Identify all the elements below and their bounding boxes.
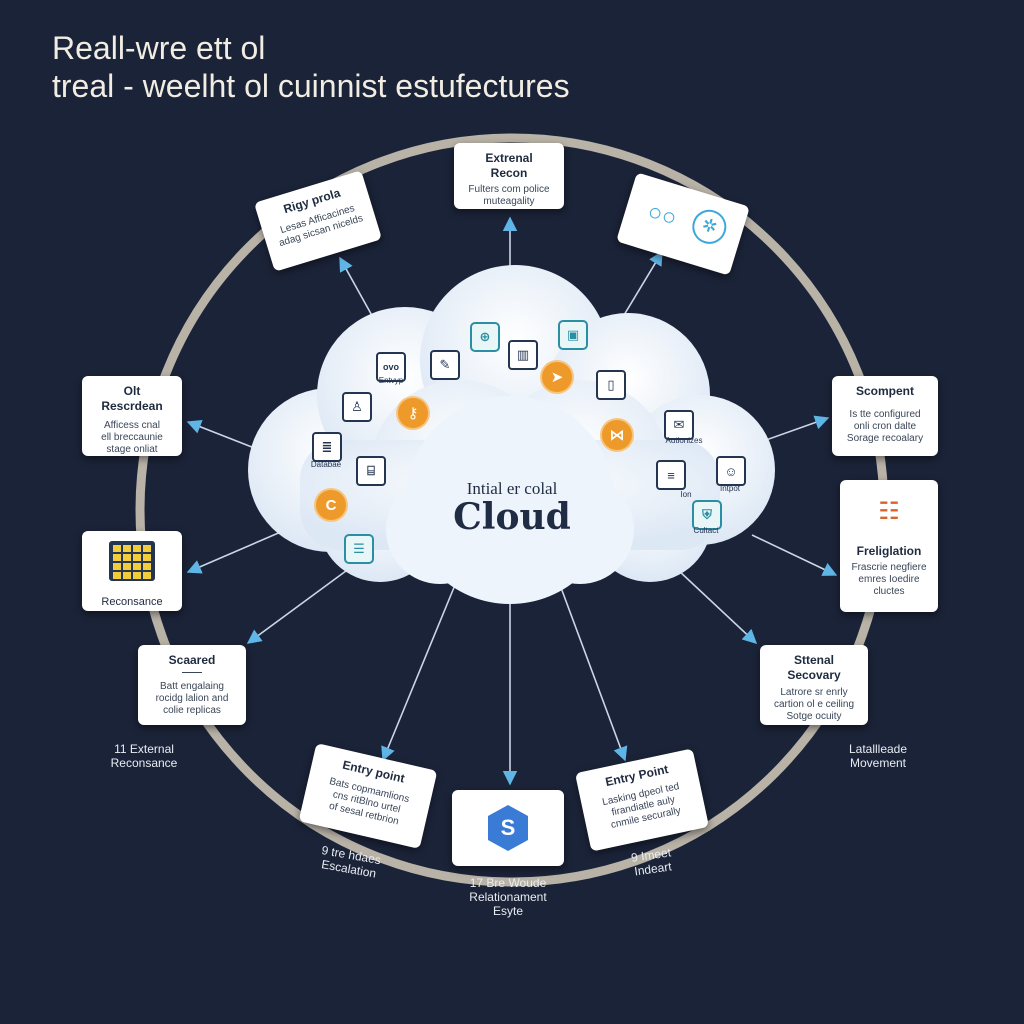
user-icon-glyph: ♙: [351, 399, 363, 414]
card-body: Afficess cnal ell breccaunie stage onlia…: [101, 420, 163, 455]
arrow-bottom-right: [559, 584, 628, 762]
share-icon: ⋈: [602, 420, 632, 450]
ovo-icon: ovo: [376, 352, 406, 382]
avatar-icon-label: Intpot: [719, 484, 740, 493]
divider: [182, 672, 202, 673]
card-scaared[interactable]: Scaared Batt engalaing rocidg lalion and…: [138, 645, 246, 725]
bar-chart-icon: ▥: [508, 340, 538, 370]
title-line-1: Reall-wre ett ol: [52, 30, 266, 66]
code-icon: C: [316, 490, 346, 520]
arrow-right-3: [677, 569, 758, 644]
diagram-title: Reall-wre ett ol treal - weelht ol cuinn…: [52, 30, 570, 106]
cloud-subtitle: Intial er colal: [466, 479, 558, 498]
process-flow-icon: ☷: [878, 498, 900, 525]
document-edit-icon: ✎: [430, 350, 460, 380]
grid-icon: [109, 541, 155, 581]
title-line-2: treal - weelht ol cuinnist estufectures: [52, 68, 570, 104]
database-icon-glyph: ≣: [321, 439, 333, 454]
card-bottom-center[interactable]: S: [452, 790, 564, 866]
card-reconsance[interactable]: Reconsance: [82, 531, 182, 611]
rocket-icon-glyph: ➤: [550, 369, 564, 386]
file-icon-glyph: ▯: [607, 377, 615, 392]
key-icon-glyph: ⚷: [407, 405, 419, 422]
arrow-right-2: [751, 534, 838, 576]
globe-icon: ⊕: [470, 322, 500, 352]
card-title: Sttenal Secovary: [787, 653, 841, 682]
card-external-recon[interactable]: Extrenal Recon Fulters com police muteag…: [454, 143, 564, 209]
card-title: Scaared: [168, 653, 216, 667]
container-icon-glyph: ⌸: [367, 463, 375, 478]
shield-icon-label: Cultact: [693, 526, 719, 535]
card-scompent[interactable]: Scompent Is tte configured onli cron dal…: [832, 376, 938, 456]
label-external-reconsance: 11 External Reconsance: [110, 742, 178, 770]
card-title: Scompent: [855, 384, 914, 398]
shield-icon-glyph: ⛨: [702, 507, 712, 522]
card-sttenal-secovary[interactable]: Sttenal Secovary Latrore sr enrly cartio…: [760, 645, 868, 725]
user-icon: ♙: [342, 392, 372, 422]
card-title: Reconsance: [101, 596, 163, 608]
hexagon-s-icon: S: [486, 804, 530, 852]
card-title: Olt Rescrdean: [101, 384, 163, 413]
mail-icon-label: Autionizes: [665, 436, 703, 445]
card-freliglation[interactable]: ☷ Freliglation Frascrie negfiere emres I…: [840, 480, 938, 612]
label-relationament: 17 Bre Woude Relationament Esyte: [469, 876, 547, 918]
cloud-node-icon: ○○: [644, 197, 681, 233]
monitor-icon: ▣: [558, 320, 588, 350]
arrow-bottom-left: [381, 584, 456, 762]
notes-icon-label: Ion: [680, 490, 692, 499]
cloud-heading: Intial er colal Cloud: [412, 479, 612, 538]
container-icon: ⌸: [356, 456, 386, 486]
code-icon-glyph: C: [325, 496, 337, 514]
share-icon-glyph: ⋈: [609, 427, 625, 444]
notes-icon-glyph: ≡: [667, 467, 675, 483]
avatar-icon: ☺: [716, 456, 746, 486]
network-icon: ✲: [688, 205, 731, 249]
database-icon-label: Databae: [310, 460, 342, 469]
card-title: Extrenal Recon: [485, 151, 533, 180]
card-body: Batt engalaing rocidg lalion and colie r…: [155, 681, 229, 716]
monitor-icon-glyph: ▣: [566, 327, 580, 342]
cloud-title: Cloud: [453, 496, 571, 538]
list-icon-glyph: ☰: [353, 541, 365, 556]
arrow-left-3: [246, 567, 351, 644]
arrow-left-2: [186, 527, 291, 574]
globe-icon-glyph: ⊕: [479, 329, 491, 344]
label-lateral-movement: Latallleade Movement: [848, 742, 908, 770]
card-body: Latrore sr enrly cartion ol e ceiling So…: [773, 687, 855, 722]
card-left-1[interactable]: Olt Rescrdean Afficess cnal ell breccaun…: [82, 376, 182, 456]
mail-icon: ✉: [664, 410, 694, 440]
avatar-icon-glyph: ☺: [724, 463, 738, 479]
shield-icon: ⛨: [692, 500, 722, 530]
bar-chart-icon-glyph: ▥: [516, 347, 530, 362]
rocket-icon: ➤: [542, 362, 572, 392]
card-title: Freliglation: [856, 544, 922, 558]
file-icon: ▯: [596, 370, 626, 400]
notes-icon: ≡: [656, 460, 686, 490]
mail-icon-glyph: ✉: [673, 417, 685, 432]
key-icon: ⚷: [398, 398, 428, 428]
ovo-icon-glyph: ovo: [382, 362, 399, 372]
document-edit-icon-glyph: ✎: [439, 357, 451, 372]
list-icon: ☰: [344, 534, 374, 564]
card-body: Frascrie negfiere emres Ioedire cluctes: [851, 562, 927, 597]
card-body: Is tte configured onli cron dalte Sorage…: [846, 409, 924, 444]
ovo-icon-label: Entvyp: [378, 376, 404, 385]
card-body: Fulters com police muteagality: [468, 184, 550, 207]
database-icon: ≣: [312, 432, 342, 462]
